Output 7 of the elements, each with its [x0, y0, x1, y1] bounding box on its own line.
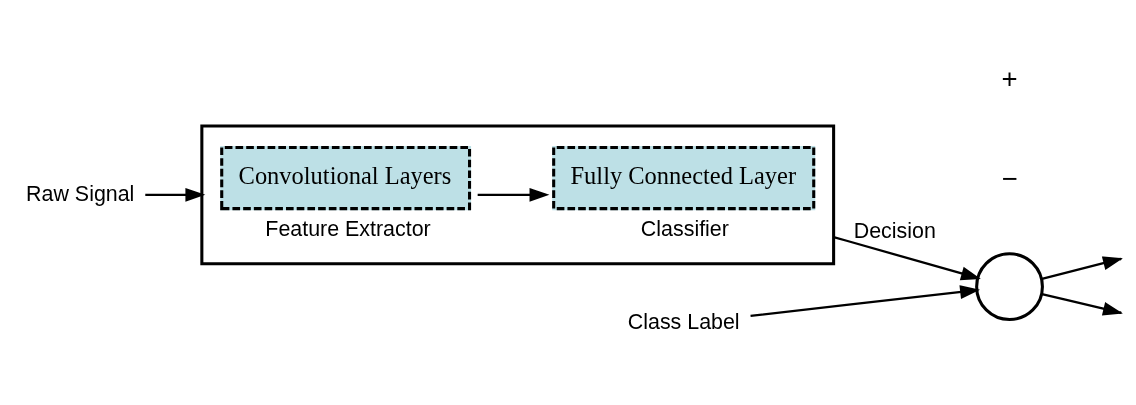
node-text: Class Label [627, 310, 740, 335]
label: − [1001, 162, 1018, 194]
label: + [1001, 63, 1018, 95]
node-text: Raw Signal [26, 181, 135, 206]
node-label: Feature Extractor [265, 217, 431, 242]
edge-label: Decision [853, 218, 936, 243]
node-label: Classifier [640, 217, 729, 242]
